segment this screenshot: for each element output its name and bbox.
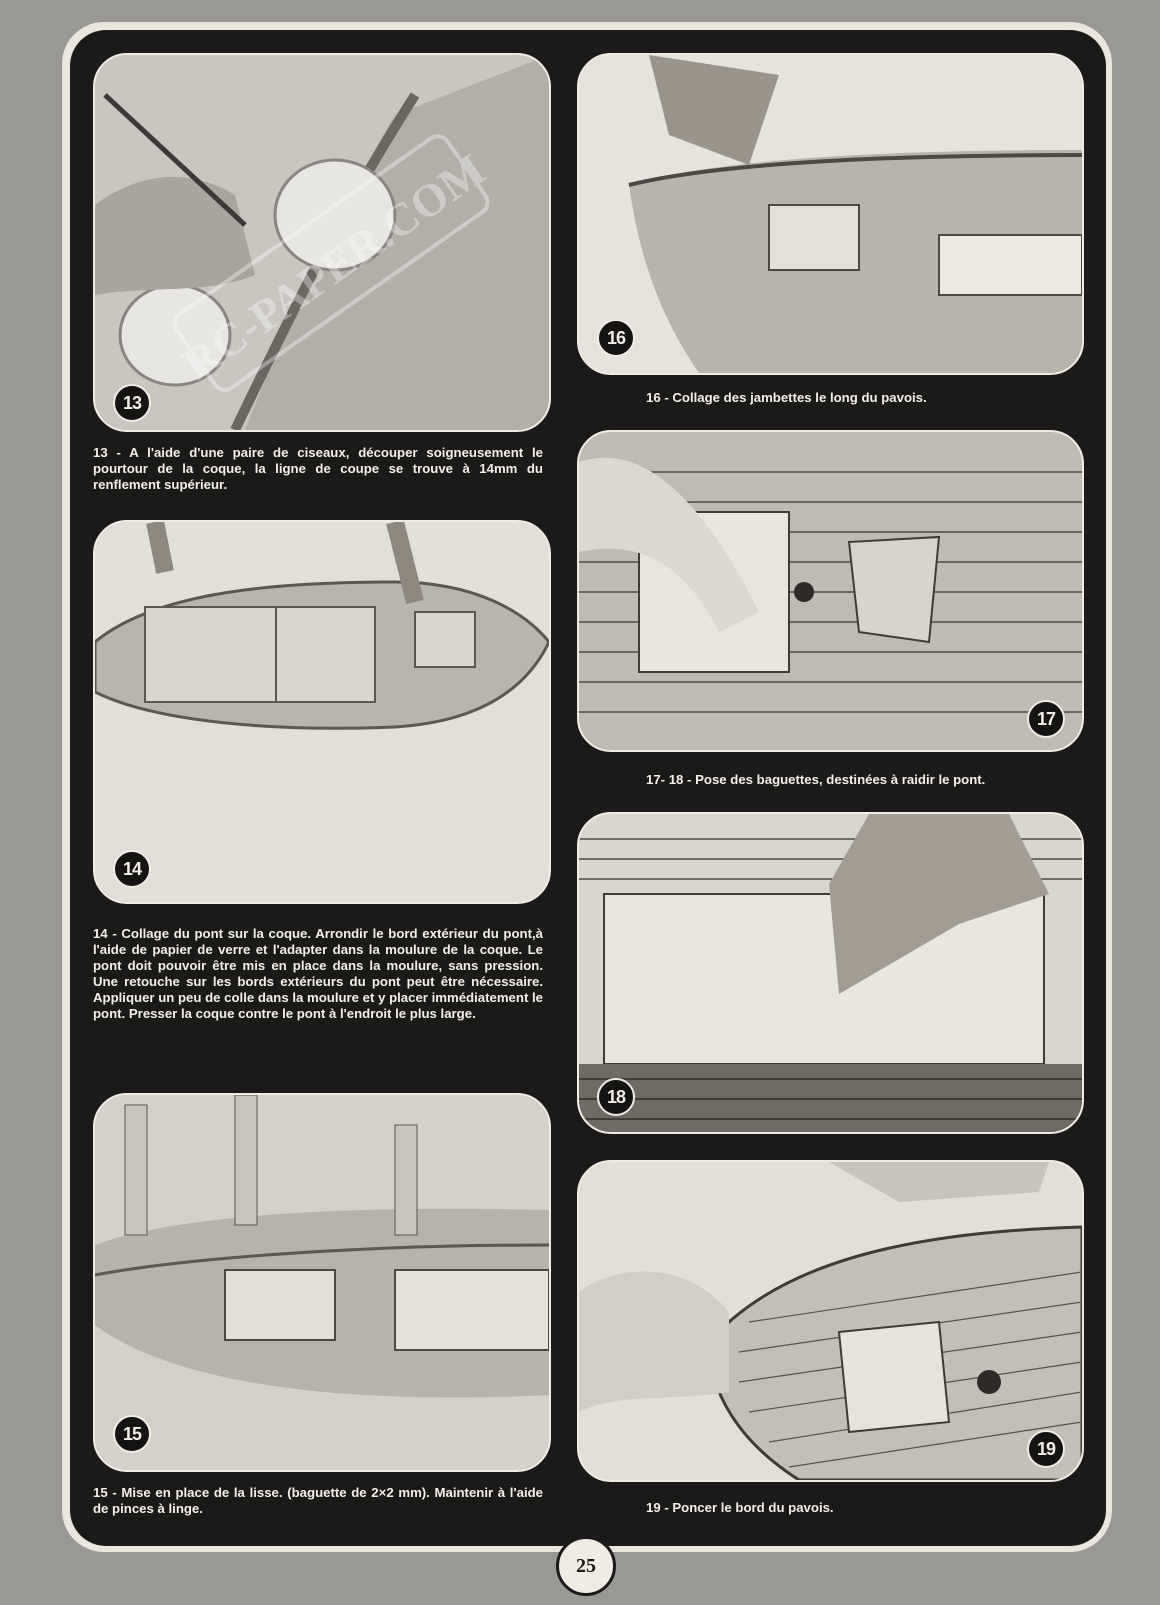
step-13-caption: 13 - A l'aide d'une paire de ciseaux, dé… bbox=[93, 445, 543, 492]
step-18-badge: 18 bbox=[597, 1078, 635, 1116]
photo-step-13 bbox=[93, 53, 551, 432]
photo-step-19 bbox=[577, 1160, 1084, 1482]
photo-step-17 bbox=[577, 430, 1084, 752]
step-17-18-caption: 17- 18 - Pose des baguettes, destinées à… bbox=[646, 772, 986, 787]
photo-step-16 bbox=[577, 53, 1084, 375]
step-14-caption: 14 - Collage du pont sur la coque. Arron… bbox=[93, 926, 543, 1021]
step-17-badge: 17 bbox=[1027, 700, 1065, 738]
step-13-badge: 13 bbox=[113, 384, 151, 422]
step-16-badge: 16 bbox=[597, 319, 635, 357]
step-15-badge: 15 bbox=[113, 1415, 151, 1453]
page-number: 25 bbox=[576, 1554, 596, 1577]
step-14-badge: 14 bbox=[113, 850, 151, 888]
step-16-caption: 16 - Collage des jambettes le long du pa… bbox=[646, 390, 927, 405]
photo-step-15 bbox=[93, 1093, 551, 1472]
photo-step-14 bbox=[93, 520, 551, 904]
photo-step-18 bbox=[577, 812, 1084, 1134]
page-number-badge: 25 bbox=[556, 1536, 616, 1596]
step-19-badge: 19 bbox=[1027, 1430, 1065, 1468]
step-19-caption: 19 - Poncer le bord du pavois. bbox=[646, 1500, 834, 1515]
step-15-caption: 15 - Mise en place de la lisse. (baguett… bbox=[93, 1485, 543, 1516]
